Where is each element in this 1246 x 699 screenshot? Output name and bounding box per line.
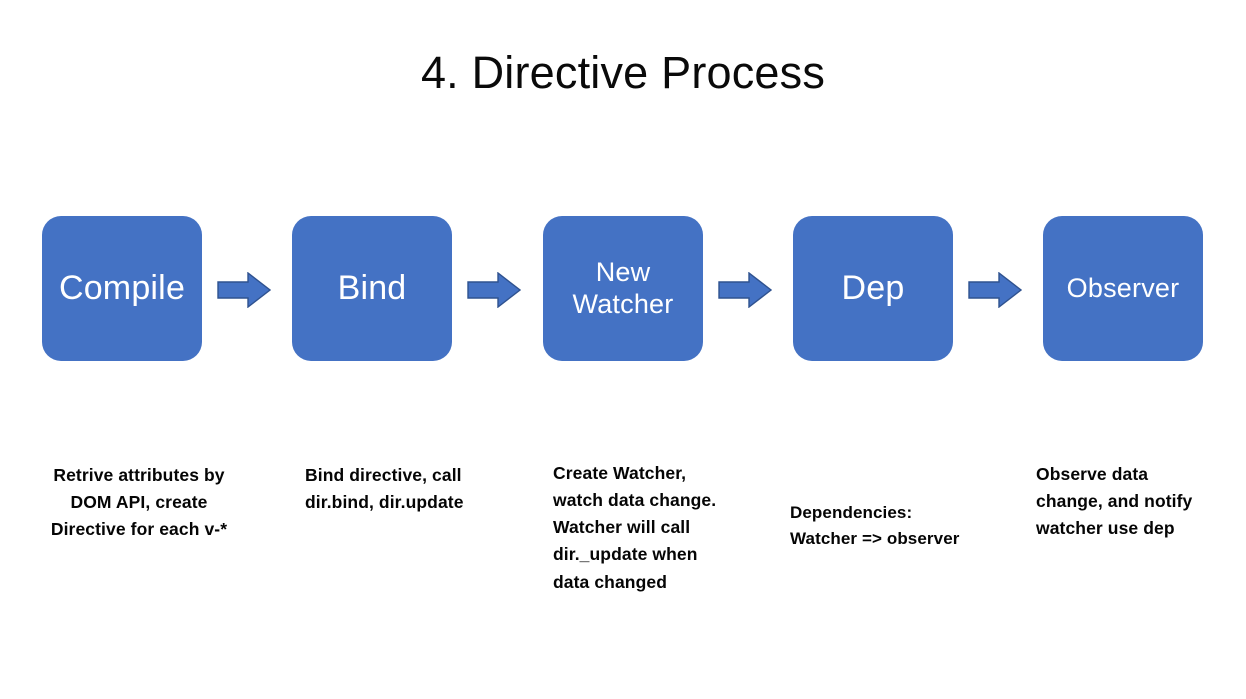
flow-step-bind[interactable]: Bind bbox=[292, 216, 452, 361]
flow-step-bind-label: Bind bbox=[337, 269, 407, 308]
flow-step-dep-caption: Dependencies: Watcher => observer bbox=[790, 503, 960, 549]
flow-step-new-watcher[interactable]: New Watcher bbox=[543, 216, 703, 361]
flow-step-new-watcher-label: New Watcher bbox=[572, 256, 674, 319]
flow-step-dep-label: Dep bbox=[841, 269, 905, 308]
flow-step-compile-caption: Retrive attributes by DOM API, create Di… bbox=[50, 465, 228, 540]
flow-step-compile[interactable]: Compile bbox=[42, 216, 202, 361]
page-title: 4. Directive Process bbox=[420, 47, 826, 98]
arrow-right-icon-bind-to-new-watcher bbox=[467, 272, 521, 308]
flow-step-new-watcher-caption: Create Watcher, watch data change. Watch… bbox=[553, 463, 717, 592]
flow-step-observer-caption: Observe data change, and notify watcher … bbox=[1036, 464, 1193, 539]
directive-process-flow: Compile Bind New Watcher Dep Observer bbox=[0, 216, 1246, 361]
arrow-right-icon-new-watcher-to-dep bbox=[718, 272, 772, 308]
flow-step-observer[interactable]: Observer bbox=[1043, 216, 1203, 361]
arrow-right-icon-dep-to-observer bbox=[968, 272, 1022, 308]
flow-step-bind-caption: Bind directive, call dir.bind, dir.updat… bbox=[305, 465, 464, 513]
flow-step-observer-label: Observer bbox=[1066, 273, 1180, 304]
arrow-right-icon-compile-to-bind bbox=[217, 272, 271, 308]
flow-step-compile-label: Compile bbox=[58, 269, 186, 308]
flow-step-dep[interactable]: Dep bbox=[793, 216, 953, 361]
